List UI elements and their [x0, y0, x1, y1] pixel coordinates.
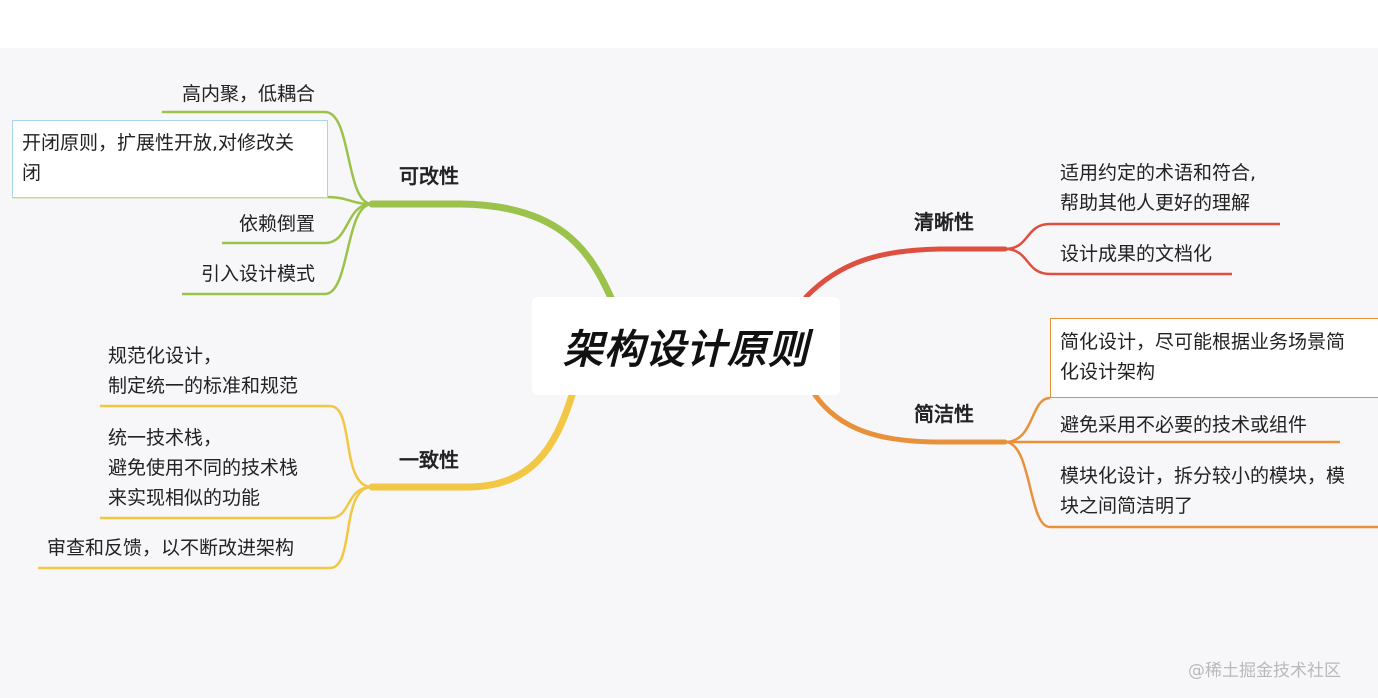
connector-consistency: [368, 391, 576, 491]
topic-avoid-unnecessary-tech[interactable]: 避免采用不必要的技术或组件: [1060, 414, 1308, 436]
topic-unified-tech-stack[interactable]: 统一技术栈， 避免使用不同的技术栈 来实现相似的功能: [108, 427, 299, 509]
topic-open-closed[interactable]: 开闭原则，扩展性开放,对修改关 闭: [22, 132, 295, 184]
topic-review-feedback[interactable]: 审查和反馈，以不断改进架构: [47, 537, 295, 559]
branch-clarity[interactable]: 清晰性: [914, 210, 974, 234]
topic-design-patterns[interactable]: 引入设计模式: [200, 263, 315, 285]
central-topic-label: 架构设计原则: [563, 327, 809, 373]
topic-simplified-design[interactable]: 简化设计，尽可能根据业务场景简 化设计架构: [1060, 331, 1346, 383]
watermark: @稀土掘金技术社区: [1188, 661, 1341, 681]
selected-topic-outline: [12, 120, 328, 198]
topic-dependency-inversion[interactable]: 依赖倒置: [238, 213, 315, 235]
connector-clarity: [803, 246, 1008, 300]
topic-conventional-terms[interactable]: 适用约定的术语和符合, 帮助其他人更好的理解: [1060, 162, 1257, 214]
highlighted-topic-outline: [1050, 318, 1378, 398]
topic-standardized-design[interactable]: 规范化设计， 制定统一的标准和规范: [108, 345, 299, 397]
topic-modular-design[interactable]: 模块化设计，拆分较小的模块，模 块之间简洁明了: [1060, 465, 1346, 517]
connector-simplicity: [812, 392, 1008, 445]
connector-modifiability: [368, 200, 616, 304]
branch-simplicity[interactable]: 简洁性: [914, 402, 974, 426]
topic-documentation[interactable]: 设计成果的文档化: [1060, 243, 1213, 265]
central-topic[interactable]: 架构设计原则: [532, 297, 840, 395]
topic-high-cohesion[interactable]: 高内聚，低耦合: [181, 83, 315, 105]
branch-consistency[interactable]: 一致性: [399, 448, 459, 472]
branch-modifiability[interactable]: 可改性: [399, 164, 459, 188]
